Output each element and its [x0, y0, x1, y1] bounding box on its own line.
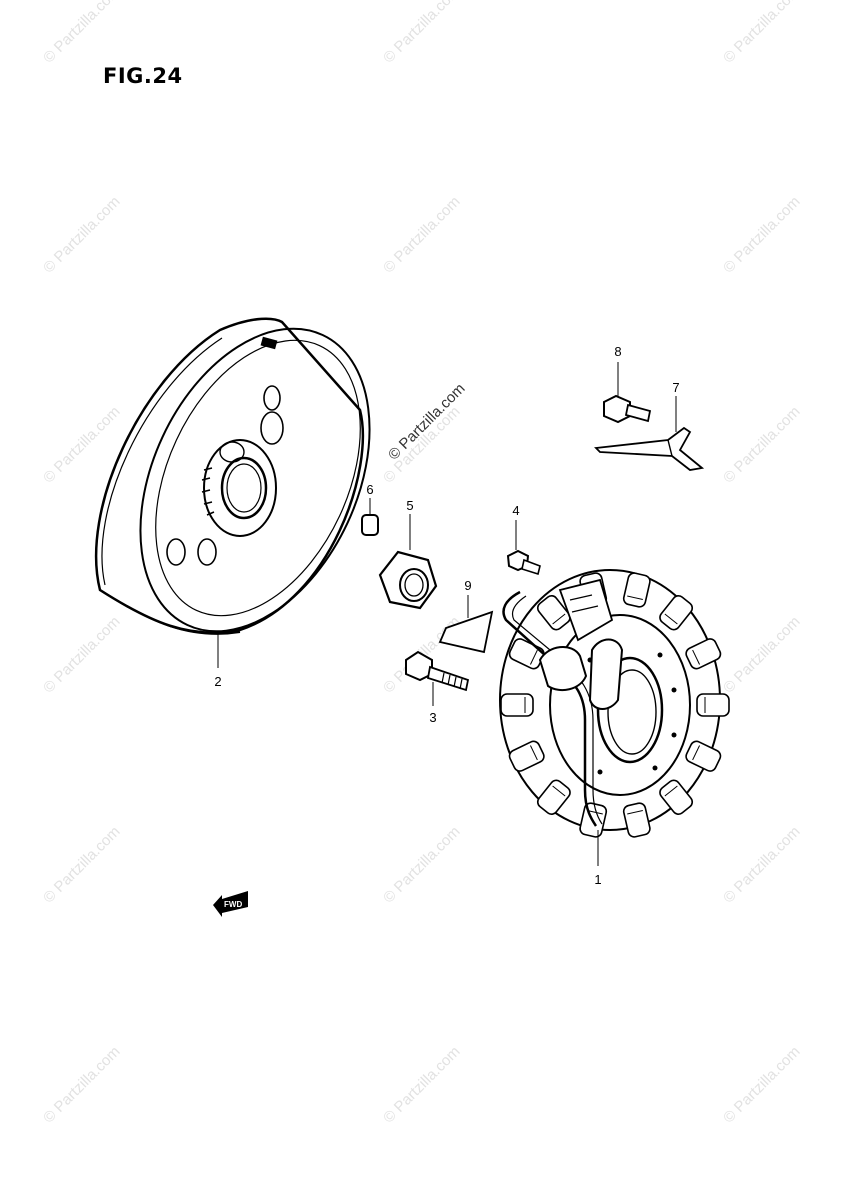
watermark-text: © Partzilla.com	[40, 613, 123, 696]
stator-pole-line	[692, 745, 701, 761]
stator-pole-line	[664, 613, 678, 625]
stator-pole	[500, 693, 534, 717]
fwd-label: FWD	[224, 900, 242, 909]
watermark-text: © Partzilla.com	[720, 193, 803, 276]
small-bolt-icon	[506, 520, 541, 576]
stator-pole	[659, 779, 694, 815]
stator-pole	[536, 779, 571, 815]
watermark-text: © Partzilla.com	[720, 613, 803, 696]
stator-pole-line	[627, 595, 643, 601]
stator-pole	[622, 572, 651, 608]
watermark-text: © Partzilla.com	[720, 0, 803, 67]
figure-title: FIG.24	[103, 64, 183, 88]
stator-pole	[685, 740, 722, 772]
watermark-text: © Partzilla.com	[40, 823, 123, 906]
bracket-bolt-icon	[603, 362, 652, 424]
watermark-text: © Partzilla.com	[720, 403, 803, 486]
stator-pole-line	[552, 613, 566, 625]
watermark-text: © Partzilla.com	[40, 193, 123, 276]
label-plate-icon	[438, 595, 494, 654]
callout-9: 9	[464, 578, 471, 593]
watermark-text: © Partzilla.com	[380, 0, 463, 67]
watermark-text: © Partzilla.com	[720, 1043, 803, 1126]
rotor-flywheel-icon	[94, 317, 371, 668]
callout-2: 2	[214, 674, 221, 689]
stator-pole-line	[529, 745, 538, 761]
stator-pole-line	[529, 649, 538, 665]
stator-pole-line	[627, 809, 643, 815]
callout-labels: 1 2 3 4 5 6 7 8 9	[214, 344, 679, 887]
nut-icon	[378, 514, 438, 610]
watermark-text: © Partzilla.com	[380, 1043, 463, 1126]
stator-pole	[536, 595, 571, 631]
fwd-arrow-icon: FWD	[213, 891, 248, 917]
watermark-text: © Partzilla.com	[720, 823, 803, 906]
callout-3: 3	[429, 710, 436, 725]
stator-pole	[685, 638, 722, 670]
stator-pole	[659, 595, 694, 631]
watermark-text: © Partzilla.com	[40, 0, 123, 67]
rotor-bolt-icon	[405, 650, 470, 706]
callout-8: 8	[614, 344, 621, 359]
callout-1: 1	[594, 872, 601, 887]
stator-pole	[696, 693, 730, 717]
stator-coil-assembly-icon	[499, 569, 730, 866]
stator-poles	[500, 572, 730, 838]
clamp-bracket-icon	[594, 396, 705, 471]
watermark-text: © Partzilla.com	[40, 1043, 123, 1126]
callout-7: 7	[672, 380, 679, 395]
callout-4: 4	[512, 503, 519, 518]
stator-pole	[622, 802, 651, 838]
stator-pole-line	[692, 649, 701, 665]
stator-pole	[508, 740, 545, 772]
watermark-text: © Partzilla.com	[380, 193, 463, 276]
stator-pole-line	[664, 785, 678, 797]
callout-6: 6	[366, 482, 373, 497]
stator-pole-line	[552, 785, 566, 797]
callout-5: 5	[406, 498, 413, 513]
key-icon	[361, 498, 379, 536]
watermark-text: © Partzilla.com	[380, 823, 463, 906]
stator-pole-line	[587, 809, 603, 815]
